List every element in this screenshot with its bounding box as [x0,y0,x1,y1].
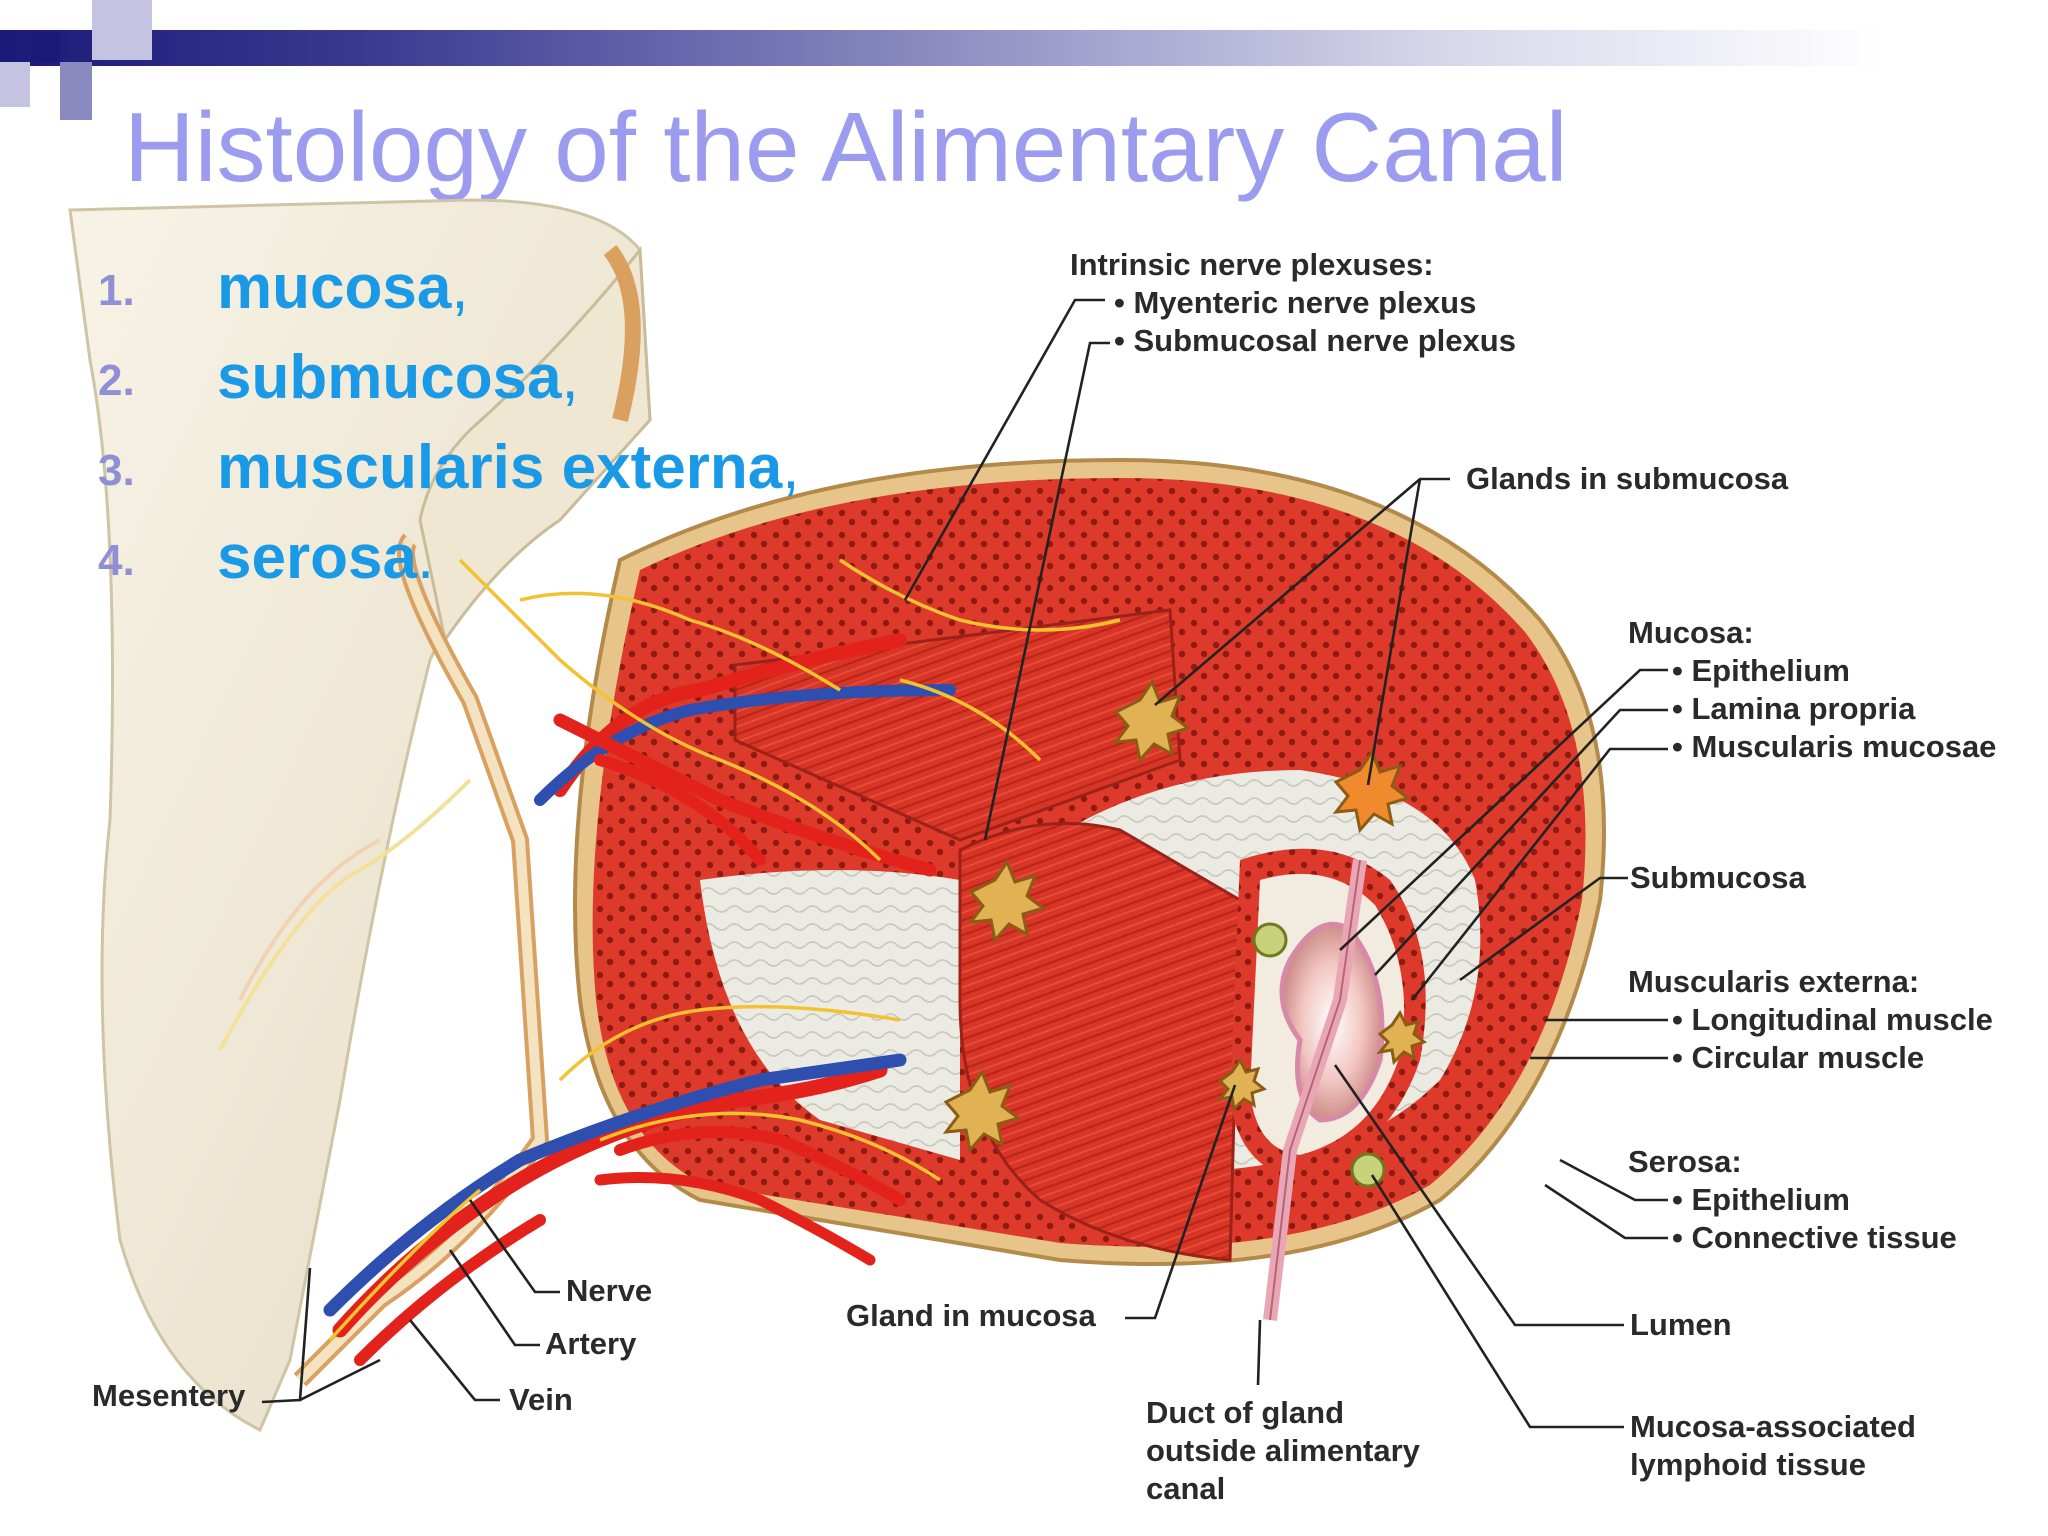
bullet-punct: , [451,253,469,322]
label-submucosa: Submucosa [1630,860,1806,895]
label-gland-mucosa: Gland in mucosa [846,1298,1096,1333]
header-square-mid [60,62,92,120]
nerves [328,558,1121,1342]
label-line: canal [1146,1471,1226,1506]
label-duct: Duct of gland outside alimentary canal [1146,1394,1420,1508]
label-artery: Artery [545,1326,637,1361]
bullet-punct: . [416,523,435,592]
label-line: Duct of gland [1146,1395,1345,1430]
mesentery-fold [418,246,652,644]
label-item: • Muscularis mucosae [1672,729,1997,764]
bullet-term: mucosa [217,253,452,322]
bullet-number: 2. [98,356,135,405]
bullet-term: muscularis externa [217,433,783,502]
circular-muscle-cut [733,608,1182,842]
bullet-term: submucosa [217,343,562,412]
label-mucosa: Mucosa: • Epithelium • Lamina propria • … [1628,614,1996,766]
label-line: lymphoid tissue [1630,1447,1866,1482]
label-serosa: Serosa: • Epithelium • Connective tissue [1628,1143,1957,1257]
label-item: • Epithelium [1672,653,1850,688]
label-line: outside alimentary [1146,1433,1420,1468]
bullet-number: 1. [98,266,135,315]
label-item: • Circular muscle [1672,1040,1925,1075]
header-square-dark [30,32,60,62]
label-vein: Vein [509,1382,573,1417]
label-muscularis-externa: Muscularis externa: • Longitudinal muscl… [1628,963,1993,1077]
label-heading: Serosa: [1628,1144,1742,1179]
bullet-punct: , [561,343,579,412]
label-item: • Longitudinal muscle [1672,1002,1993,1037]
bullet-number: 4. [98,536,135,585]
leader-lines [261,298,1668,1429]
label-item: • Connective tissue [1672,1220,1957,1255]
label-heading: Mucosa: [1628,615,1754,650]
header-square-light [92,0,152,60]
label-item: • Myenteric nerve plexus [1114,285,1477,320]
label-glands-submucosa: Glands in submucosa [1466,461,1789,496]
bullet-term: serosa [217,523,417,592]
slide-title: Histology of the Alimentary Canal [124,92,1568,202]
label-nerve-plexuses: Intrinsic nerve plexuses: • Myenteric ne… [1070,246,1516,360]
bullet-text: serosa. [217,522,434,593]
label-line: Mucosa-associated [1630,1409,1916,1444]
header-square-light [0,62,30,107]
label-nerve: Nerve [566,1273,653,1308]
submucosa-band [700,870,960,1160]
label-lumen: Lumen [1630,1307,1732,1342]
label-item: • Lamina propria [1672,691,1916,726]
bullet-text: submucosa, [217,342,579,413]
label-mesentery: Mesentery [92,1378,246,1413]
bullet-punct: , [782,433,800,502]
label-heading: Muscularis externa: [1628,964,1920,999]
bullet-text: mucosa, [217,252,469,323]
lymphoid-nodule [1350,1152,1386,1188]
bullet-number: 3. [98,446,135,495]
label-malt: Mucosa-associated lymphoid tissue [1630,1408,1916,1484]
label-item: • Submucosal nerve plexus [1114,323,1516,358]
header-gradient-bar [0,30,2048,66]
label-heading: Intrinsic nerve plexuses: [1070,247,1434,282]
blood-vessels [323,633,956,1366]
lymphoid-nodule [1252,922,1288,958]
bullet-text: muscularis externa, [217,432,799,503]
label-item: • Epithelium [1672,1182,1850,1217]
